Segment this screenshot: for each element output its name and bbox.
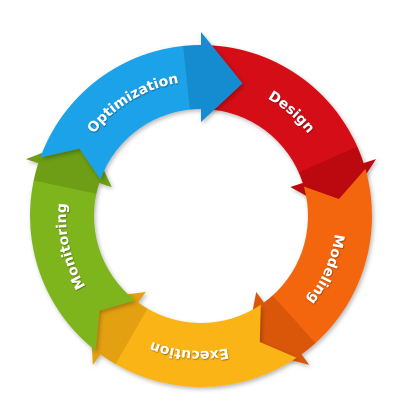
- optimization-arrow-fold: [183, 32, 243, 122]
- modeling-arrow: [245, 168, 373, 365]
- execution-arrow: [89, 292, 297, 388]
- stage-modeling: Modeling: [245, 168, 373, 365]
- design-arrow: [204, 45, 376, 215]
- monitoring-arrow: [26, 135, 136, 351]
- stage-execution: Execution: [89, 292, 297, 388]
- execution-arrow-fold: [89, 292, 148, 365]
- optimization-arrow: [40, 32, 243, 180]
